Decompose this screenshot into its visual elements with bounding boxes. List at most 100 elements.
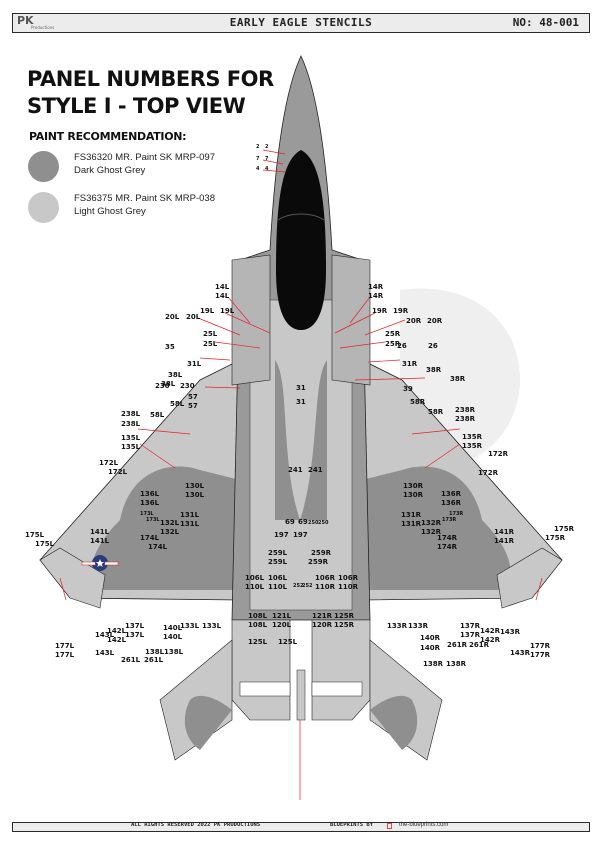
blueprints-url[interactable]: the-blueprints.com [399, 822, 449, 828]
spine-camo [275, 360, 327, 520]
panel-label: 174L [148, 543, 168, 551]
panel-label: 69 [298, 518, 308, 526]
panel-label: 177R [530, 651, 551, 659]
star-icon [96, 559, 104, 567]
panel-label: 38L [168, 371, 183, 379]
panel-label: 2 [265, 144, 269, 150]
panel-label: 121R [312, 612, 333, 620]
panel-label: 136L [140, 499, 160, 507]
panel-label: 174L [140, 534, 160, 542]
panel-label: 19R [393, 307, 409, 315]
panel-label: 106R [315, 574, 336, 582]
panel-label: 133R [387, 622, 408, 630]
panel-label: 110R [315, 583, 336, 591]
panel-label: 137R [460, 631, 481, 639]
panel-label: 252 [302, 583, 313, 589]
panel-label: 58R [428, 408, 444, 416]
panel-label: 57 [188, 402, 198, 410]
heading-line-1: PANEL NUMBERS FOR [27, 67, 274, 91]
panel-label: 110L [268, 583, 288, 591]
panel-label: 19L [200, 307, 215, 315]
panel-label: 110L [245, 583, 265, 591]
panel-label: 173L [140, 511, 154, 517]
panel-label: 25R [385, 330, 401, 338]
panel-label: 137R [460, 622, 481, 630]
panel-label: 141L [90, 537, 110, 545]
panel-label: 131R [401, 511, 422, 519]
panel-label: 130R [403, 482, 424, 490]
panel-label: 20L [186, 313, 201, 321]
paint-code: FS36320 MR. Paint SK MRP-097 [74, 152, 215, 163]
panel-label: 138L [164, 648, 184, 656]
panel-label: 131L [180, 511, 200, 519]
paint-name: Light Ghost Grey [74, 206, 146, 217]
panel-label: 241 [308, 466, 323, 474]
left-wing-dark-camo [91, 466, 240, 590]
panel-label: 138L [145, 648, 165, 656]
page-heading: PANEL NUMBERS FOR STYLE I - TOP VIEW [27, 66, 274, 120]
panel-label: 132L [160, 528, 180, 536]
paint-item-1: FS36320 MR. Paint SK MRP-097 Dark Ghost … [74, 151, 215, 177]
panel-label: 172L [99, 459, 119, 467]
panel-label: 131R [401, 520, 422, 528]
panel-label: 120R [312, 621, 333, 629]
panel-label: 261R [447, 641, 468, 649]
panel-label: 106R [338, 574, 359, 582]
panel-label: 141L [90, 528, 110, 536]
panel-label: 173R [442, 517, 456, 523]
panel-label: 14L [215, 283, 230, 291]
panel-label: 261R [469, 641, 490, 649]
panel-label: 143L [95, 631, 115, 639]
panel-label: 141R [494, 528, 515, 536]
panel-label: 175R [545, 534, 566, 542]
panel-label: 177L [55, 651, 75, 659]
rights-text: ALL RIGHTS RESERVED 2022 PK PRODUCTIONS [131, 822, 261, 828]
panel-label: 238L [121, 410, 141, 418]
sheet-title: EARLY EAGLE STENCILS [229, 16, 373, 29]
right-nozzle [311, 681, 363, 697]
panel-label: 175L [25, 531, 45, 539]
panel-label: 4 [265, 166, 269, 172]
panel-label: 261L [121, 656, 141, 664]
heading-line-2: STYLE I - TOP VIEW [27, 94, 246, 118]
panel-label: 238L [121, 420, 141, 428]
panel-label: 230 [180, 382, 195, 390]
panel-label: 177L [55, 642, 75, 650]
leader-lines [59, 149, 543, 800]
left-stabilator-camo [184, 695, 232, 750]
panel-label: 31R [402, 360, 418, 368]
right-aileron [496, 547, 563, 609]
center-labels: 31 31 241 241 69 69 197 197 250 250 252 … [274, 384, 329, 589]
panel-label: 241 [288, 466, 303, 474]
nose-labels: 2 2 7 7 4 4 [256, 144, 269, 172]
panel-label: 58L [170, 400, 185, 408]
paint-recommendation-title: PAINT RECOMMENDATION: [29, 130, 187, 143]
panel-label: 108L [248, 621, 268, 629]
panel-label: 136R [441, 490, 462, 498]
panel-label: 135R [462, 442, 483, 450]
panel-label: 252 [293, 583, 304, 589]
panel-label: 172R [478, 469, 499, 477]
panel-label: 132L [160, 519, 180, 527]
panel-label: 4 [256, 166, 260, 172]
logo-text: PK [17, 14, 34, 27]
panel-label: 172R [488, 450, 509, 458]
dark-ghost-grey-swatch [28, 151, 59, 182]
panel-label: 140R [420, 634, 441, 642]
panel-label: 230 [155, 382, 170, 390]
panel-label: 19R [372, 307, 388, 315]
blueprints-label: BLUEPRINTS BY [330, 822, 374, 828]
panel-label: 238R [455, 415, 476, 423]
left-engine-bay [231, 619, 291, 721]
panel-label: 135L [121, 443, 141, 451]
panel-label: 138R [423, 660, 444, 668]
panel-label: 250 [308, 520, 319, 526]
right-wing-dark-camo [362, 466, 511, 590]
header-bar: PK Productions EARLY EAGLE STENCILS NO: … [12, 13, 590, 33]
panel-label: 31 [296, 384, 306, 392]
panel-label: 125L [278, 638, 298, 646]
panel-label: 39 [403, 385, 413, 393]
panel-label: 261L [144, 656, 164, 664]
tail-boom [296, 669, 306, 721]
panel-label: 135L [121, 434, 141, 442]
